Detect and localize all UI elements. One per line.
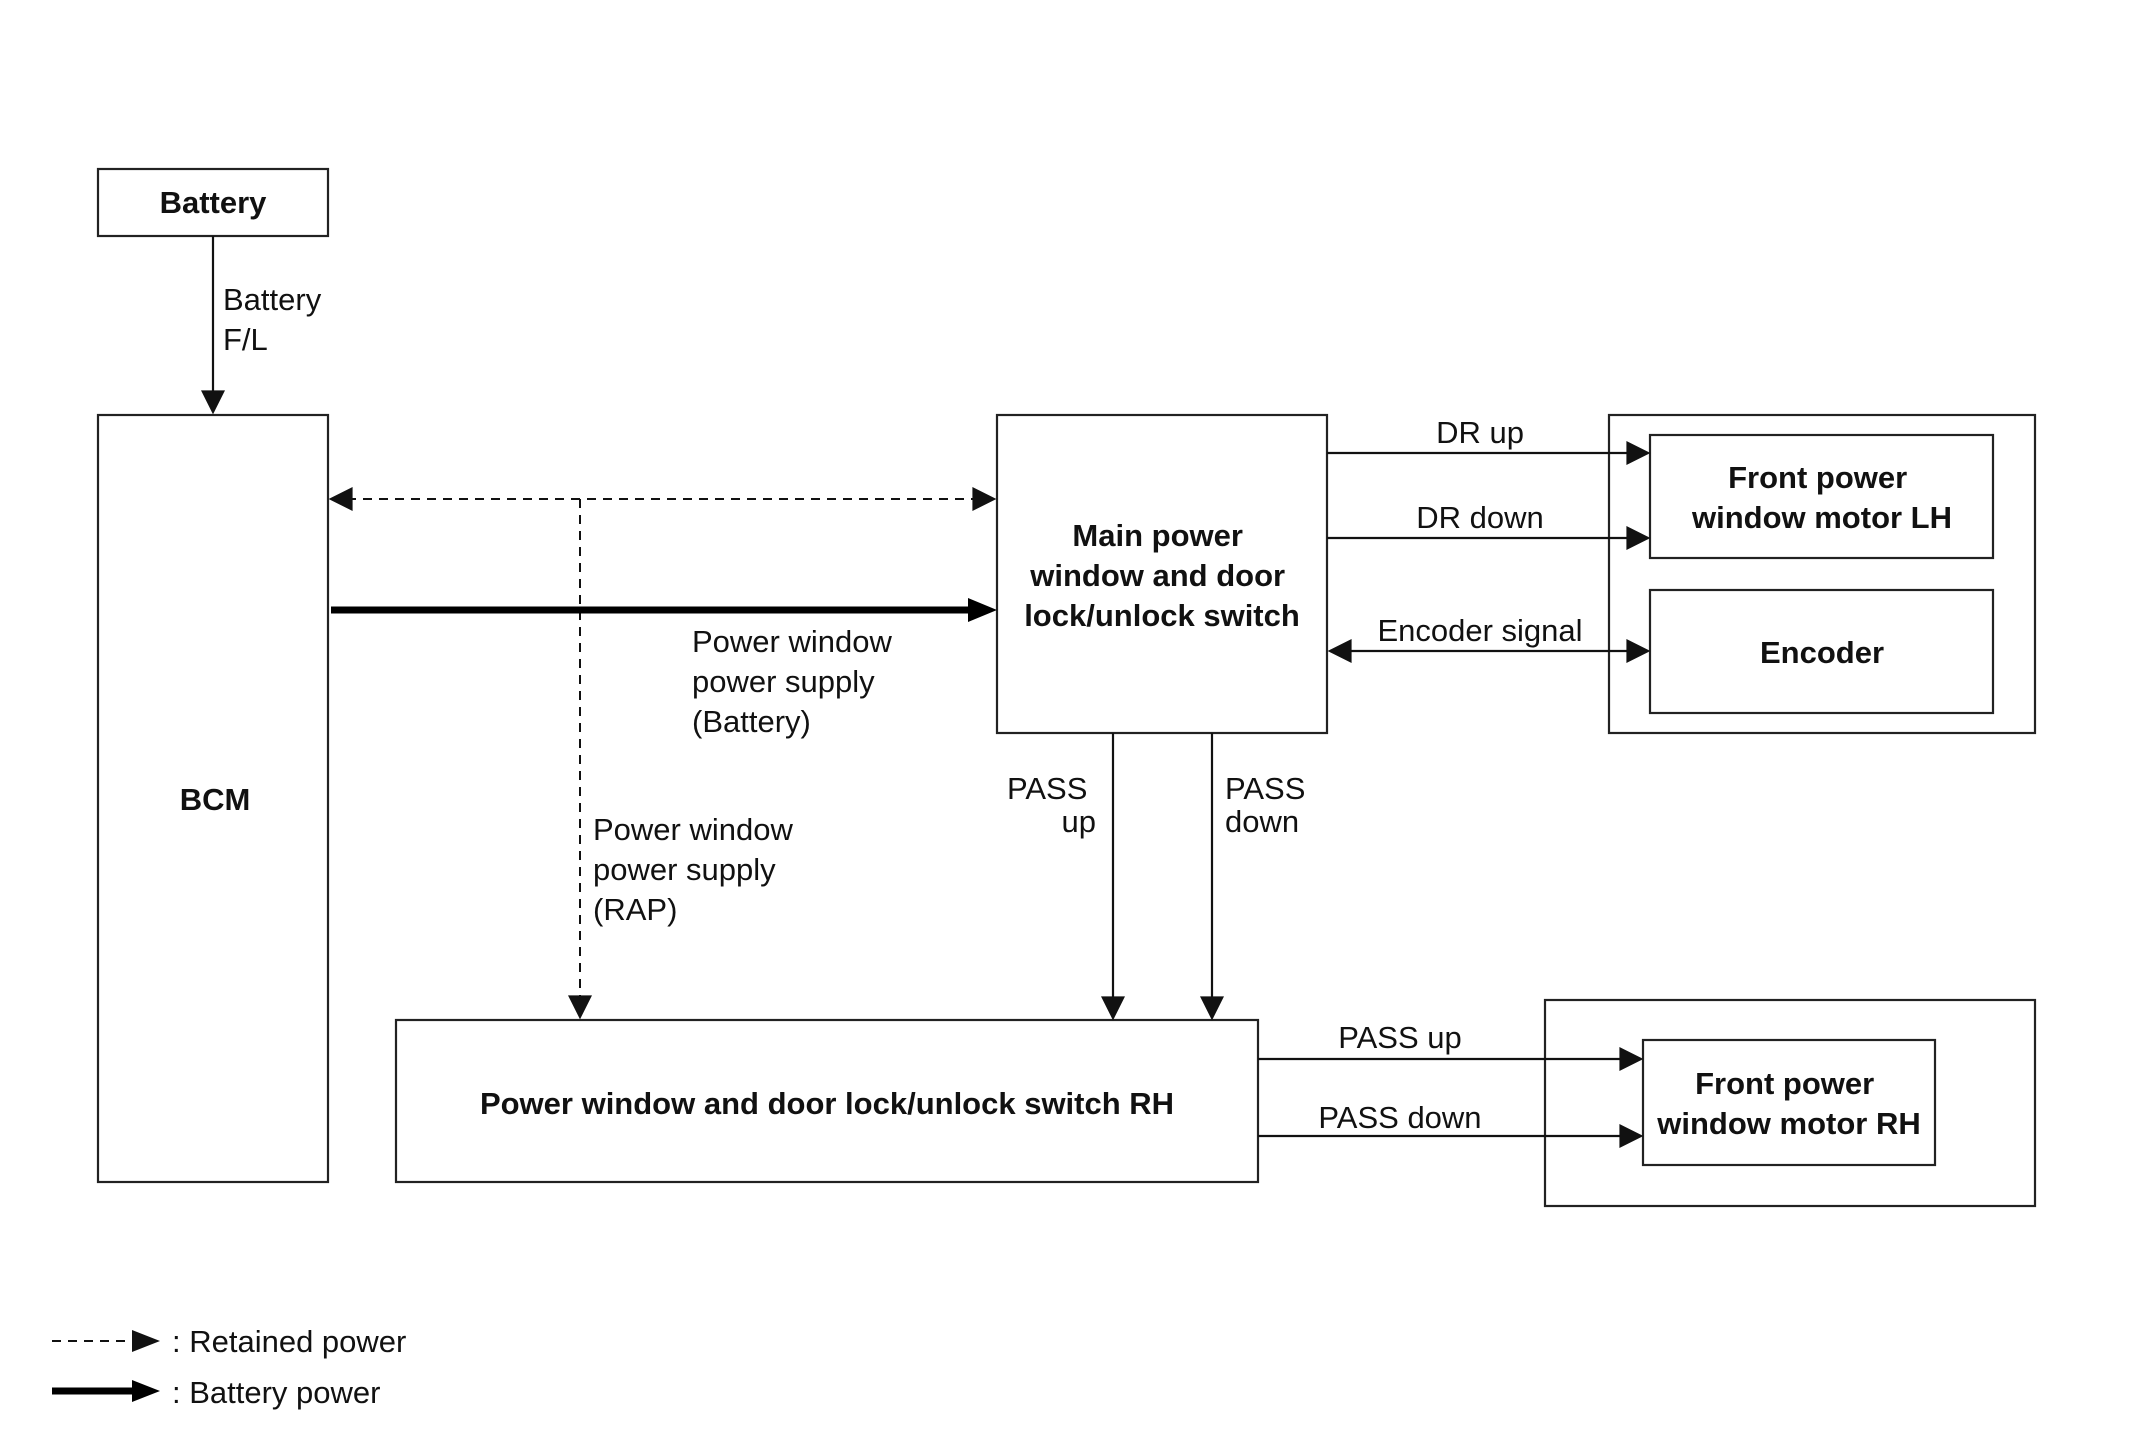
encoder-signal-label: Encoder signal	[1377, 613, 1582, 648]
pass-up-vertical-label-line-1: PASS	[1007, 771, 1087, 806]
pw-supply-battery-label-line-3: (Battery)	[692, 704, 811, 739]
legend-battery-label: : Battery power	[172, 1375, 380, 1410]
pass-down-vertical-label-line-1: PASS	[1225, 771, 1305, 806]
motor-rh-label: Front power window motor RH	[1656, 1066, 1920, 1141]
pass-down-label: PASS down	[1318, 1100, 1481, 1135]
motor-lh-box	[1648, 433, 1995, 560]
main-switch-label-line-1: Main power	[1072, 518, 1243, 553]
pw-supply-rap-label-line-1: Power window	[593, 812, 793, 847]
legend: : Retained power : Battery power	[52, 1324, 406, 1410]
rh-switch-label: Power window and door lock/unlock switch…	[480, 1086, 1174, 1121]
pass-down-vertical-label: PASS down	[1225, 771, 1314, 839]
motor-rh-label-line-2: window motor RH	[1656, 1106, 1920, 1141]
encoder-label: Encoder	[1760, 635, 1884, 670]
main-switch-label-line-2: window and door	[1029, 558, 1285, 593]
motor-lh-label-line-2: window motor LH	[1691, 500, 1952, 535]
legend-retained-arrowhead	[132, 1330, 160, 1352]
pw-supply-battery-label: Power window power supply (Battery)	[692, 624, 901, 739]
pw-supply-rap-label-line-2: power supply	[593, 852, 776, 887]
pw-supply-rap-label: Power window power supply (RAP)	[593, 812, 802, 927]
motor-rh-box	[1641, 1038, 1937, 1167]
motor-lh-label-line-1: Front power	[1728, 460, 1907, 495]
motor-rh-label-line-1: Front power	[1695, 1066, 1874, 1101]
encoder-box	[1648, 588, 1995, 715]
battery-fl-label-line-1: Battery	[223, 282, 322, 317]
bcm-box	[96, 413, 330, 1184]
battery-label: Battery	[160, 185, 268, 220]
legend-retained-label: : Retained power	[172, 1324, 406, 1359]
pw-supply-battery-label-line-2: power supply	[692, 664, 875, 699]
main-switch-box	[995, 413, 1329, 735]
bcm-label: BCM	[180, 782, 251, 817]
main-switch-label-line-3: lock/unlock switch	[1024, 598, 1300, 633]
rh-switch-box	[394, 1018, 1260, 1184]
battery-box	[96, 167, 330, 238]
battery-fl-label-line-2: F/L	[223, 322, 268, 357]
pw-supply-battery-label-line-1: Power window	[692, 624, 892, 659]
battery-fl-label: Battery F/L	[223, 282, 330, 357]
main-switch-label: Main power window and door lock/unlock s…	[1024, 518, 1300, 633]
dr-down-label: DR down	[1416, 500, 1544, 535]
pw-supply-rap-label-line-3: (RAP)	[593, 892, 677, 927]
dr-up-label: DR up	[1436, 415, 1524, 450]
motor-lh-label: Front power window motor LH	[1691, 460, 1952, 535]
pass-down-vertical-label-line-2: down	[1225, 804, 1299, 839]
pass-up-vertical-label-line-2: up	[1062, 804, 1096, 839]
legend-battery-arrowhead	[132, 1380, 160, 1402]
battery-power-arrowhead	[968, 598, 997, 622]
pass-up-label: PASS up	[1338, 1020, 1462, 1055]
pass-up-vertical-label: PASS up	[1007, 771, 1096, 839]
